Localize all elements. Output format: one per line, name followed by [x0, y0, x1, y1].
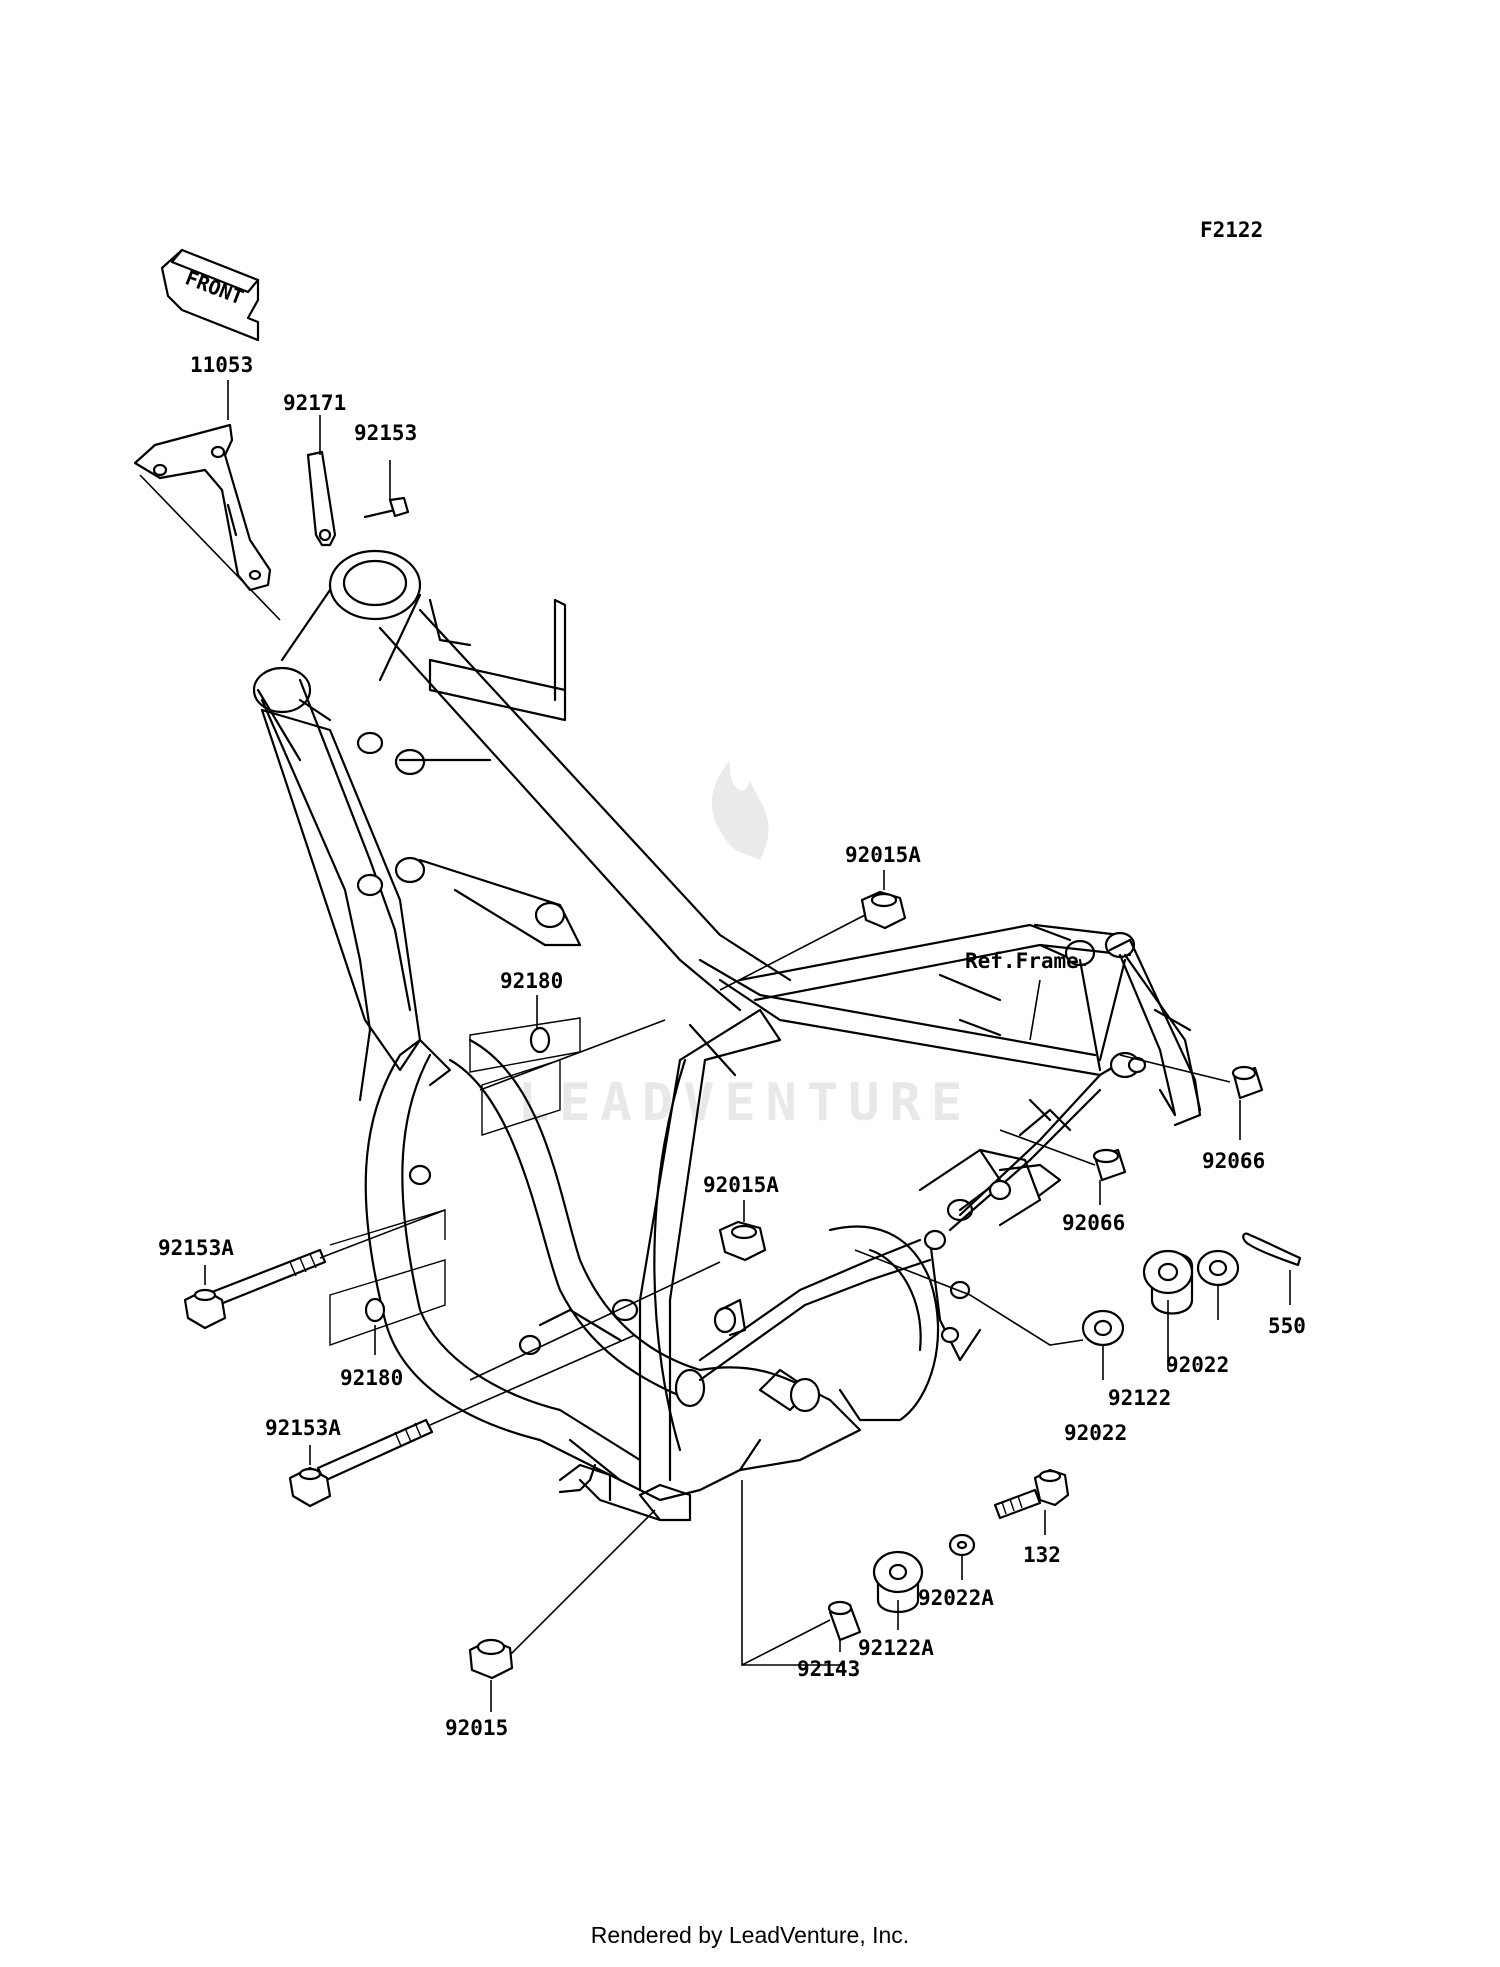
motorcycle-frame — [252, 549, 1202, 1522]
callout-92153A-a: 92153A — [158, 1236, 234, 1260]
callout-92015: 92015 — [445, 1716, 508, 1740]
part-92153-bolt — [363, 496, 410, 519]
part-92066-cap-a — [1231, 1065, 1264, 1100]
callout-92066-b: 92066 — [1062, 1211, 1125, 1235]
part-92022-washer-left — [1081, 1309, 1125, 1347]
part-11053-bracket — [133, 423, 272, 592]
part-92171-strap — [306, 450, 337, 547]
callout-92022A: 92022A — [918, 1586, 994, 1610]
part-132-bolt — [993, 1468, 1070, 1520]
callout-92143: 92143 — [797, 1657, 860, 1681]
callout-92171: 92171 — [283, 391, 346, 415]
front-direction-arrow-icon: FRONT — [160, 248, 260, 342]
callout-ref-frame: Ref.Frame — [965, 949, 1079, 973]
part-92022A-washer — [948, 1533, 976, 1557]
part-92153A-bolt-b — [288, 1418, 434, 1508]
part-92066-cap-b — [1092, 1148, 1127, 1182]
part-92015A-nut-mid — [718, 1220, 767, 1262]
callout-92153: 92153 — [354, 421, 417, 445]
part-92022-washer-right — [1196, 1249, 1240, 1287]
part-92143-collar — [827, 1600, 862, 1642]
callout-92180-top: 92180 — [500, 969, 563, 993]
callout-92015A-top: 92015A — [845, 843, 921, 867]
leader-lines — [139, 380, 1291, 1712]
footer-credit: Rendered by LeadVenture, Inc. — [590, 1922, 910, 1948]
callout-550: 550 — [1268, 1314, 1306, 1338]
callout-92122: 92122 — [1108, 1386, 1171, 1410]
callout-92180-low: 92180 — [340, 1366, 403, 1390]
part-92122A-bushing — [872, 1550, 924, 1613]
callout-92066-a: 92066 — [1202, 1149, 1265, 1173]
callout-92015A-mid: 92015A — [703, 1173, 779, 1197]
callout-92022-b: 92022 — [1064, 1421, 1127, 1445]
part-92015A-nut-top — [860, 890, 907, 930]
callout-92153A-b: 92153A — [265, 1416, 341, 1440]
callout-132: 132 — [1023, 1543, 1061, 1567]
watermark-text: LEADVENTURE — [518, 1073, 972, 1133]
part-92015-nut — [468, 1638, 514, 1680]
callout-labels: 11053 92171 92153 92015A Ref.Frame 92180… — [158, 353, 1306, 1740]
callout-11053: 11053 — [190, 353, 253, 377]
watermark: LEADVENTURE — [518, 760, 972, 1133]
callout-92122A: 92122A — [858, 1636, 934, 1660]
part-92153A-bolt-a — [183, 1248, 327, 1330]
part-92122-bushing — [1142, 1249, 1194, 1315]
part-550-cotter-pin — [1242, 1232, 1302, 1267]
diagram-code: F2122 — [1200, 218, 1263, 242]
callout-92022-a: 92022 — [1166, 1353, 1229, 1377]
